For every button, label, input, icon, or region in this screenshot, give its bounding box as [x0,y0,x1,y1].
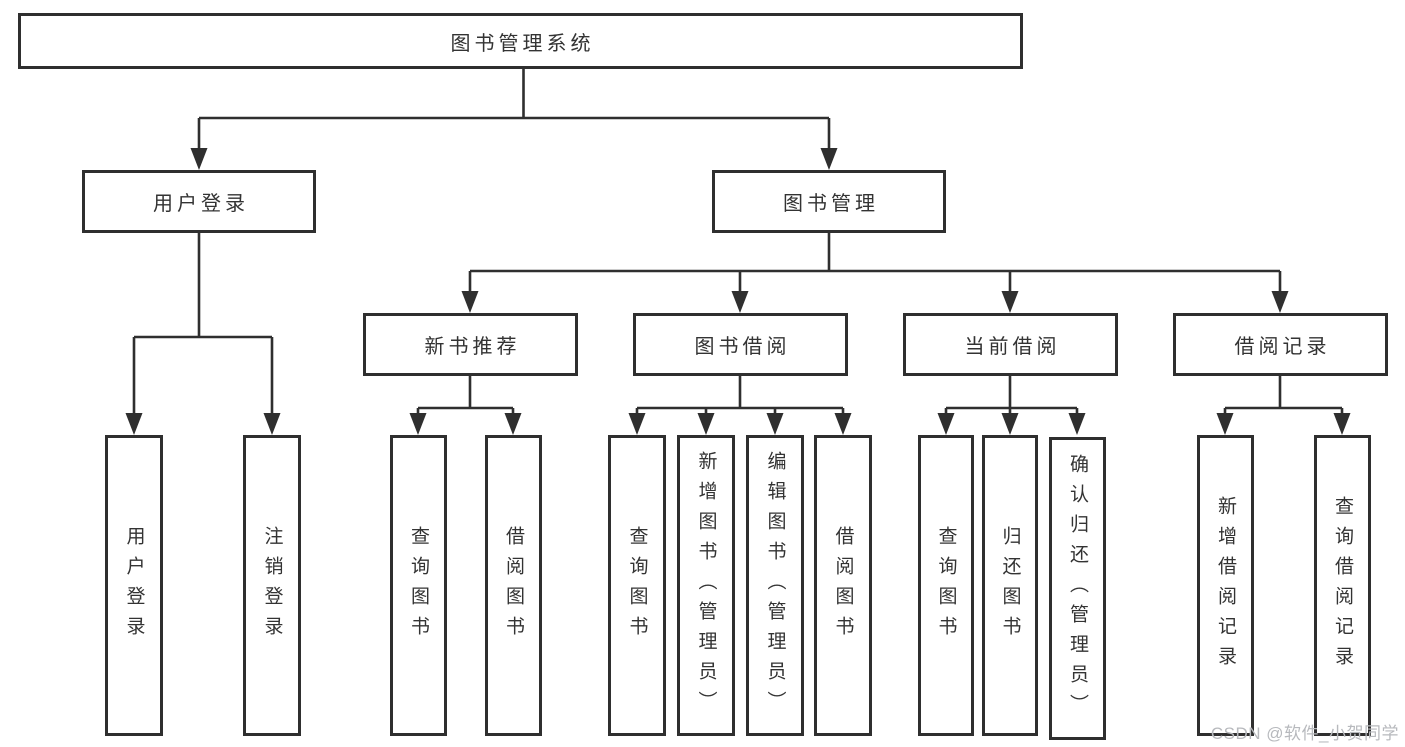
leaf-borrow-edit-books-admin: 编辑图书（管理员） [746,435,804,736]
leaf-borrow-borrow-books: 借阅图书 [814,435,872,736]
leaf-newbook-query-books-label: 查询图书 [408,525,429,646]
node-borrow-records: 借阅记录 [1173,313,1388,376]
arrow-down-icon [766,413,784,435]
node-root: 图书管理系统 [18,13,1023,69]
node-new-book-recommend: 新书推荐 [363,313,578,376]
node-book-borrow-label: 图书借阅 [694,336,791,358]
arrow-down-icon [1271,291,1289,313]
leaf-current-query-books: 查询图书 [918,435,974,736]
leaf-logout: 注销登录 [243,435,301,736]
leaf-newbook-query-books: 查询图书 [390,435,447,736]
arrow-down-icon [461,291,479,313]
leaf-borrow-borrow-books-label: 借阅图书 [832,525,854,646]
node-user-login-group-label: 用户登录 [153,193,249,215]
leaf-records-query-record: 查询借阅记录 [1314,435,1371,736]
node-new-book-recommend-label: 新书推荐 [424,336,521,358]
arrow-down-icon [834,413,852,435]
node-current-borrow: 当前借阅 [903,313,1118,376]
leaf-current-return-books-label: 归还图书 [999,525,1021,646]
leaf-current-confirm-return-admin: 确认归还（管理员） [1049,437,1106,740]
leaf-current-confirm-return-admin-label: 确认归还（管理员） [1067,453,1088,724]
arrow-down-icon [1333,413,1351,435]
leaf-borrow-query-books-label: 查询图书 [626,525,648,646]
node-current-borrow-label: 当前借阅 [964,336,1061,358]
node-root-label: 图书管理系统 [450,32,595,55]
arrow-down-icon [1068,413,1086,435]
leaf-current-query-books-label: 查询图书 [935,525,957,646]
leaf-newbook-borrow-books: 借阅图书 [485,435,542,736]
leaf-records-add-record: 新增借阅记录 [1197,435,1254,736]
arrow-down-icon [190,148,208,170]
leaf-borrow-query-books: 查询图书 [608,435,666,736]
arrow-down-icon [731,291,749,313]
leaf-logout-label: 注销登录 [261,525,283,646]
arrow-down-icon [628,413,646,435]
csdn-watermark: CSDN @软件_小贺同学 [1210,724,1399,743]
arrow-down-icon [263,413,281,435]
arrow-down-icon [409,413,427,435]
arrow-down-icon [1216,413,1234,435]
arrow-down-icon [504,413,522,435]
leaf-borrow-add-books-admin-label: 新增图书（管理员） [695,450,717,721]
leaf-user-login-label: 用户登录 [123,525,145,646]
arrow-down-icon [697,413,715,435]
leaf-records-add-record-label: 新增借阅记录 [1215,495,1236,676]
node-borrow-records-label: 借阅记录 [1234,336,1331,358]
arrow-down-icon [820,148,838,170]
node-book-management-label: 图书管理 [783,193,879,215]
arrow-down-icon [937,413,955,435]
leaf-records-query-record-label: 查询借阅记录 [1332,495,1353,676]
arrow-down-icon [125,413,143,435]
leaf-user-login: 用户登录 [105,435,163,736]
leaf-current-return-books: 归还图书 [982,435,1038,736]
arrow-down-icon [1001,291,1019,313]
arrow-down-icon [1001,413,1019,435]
leaf-borrow-add-books-admin: 新增图书（管理员） [677,435,735,736]
node-book-borrow: 图书借阅 [633,313,848,376]
node-book-management: 图书管理 [712,170,946,233]
leaf-newbook-borrow-books-label: 借阅图书 [503,525,524,646]
leaf-borrow-edit-books-admin-label: 编辑图书（管理员） [764,450,786,721]
node-user-login-group: 用户登录 [82,170,316,233]
